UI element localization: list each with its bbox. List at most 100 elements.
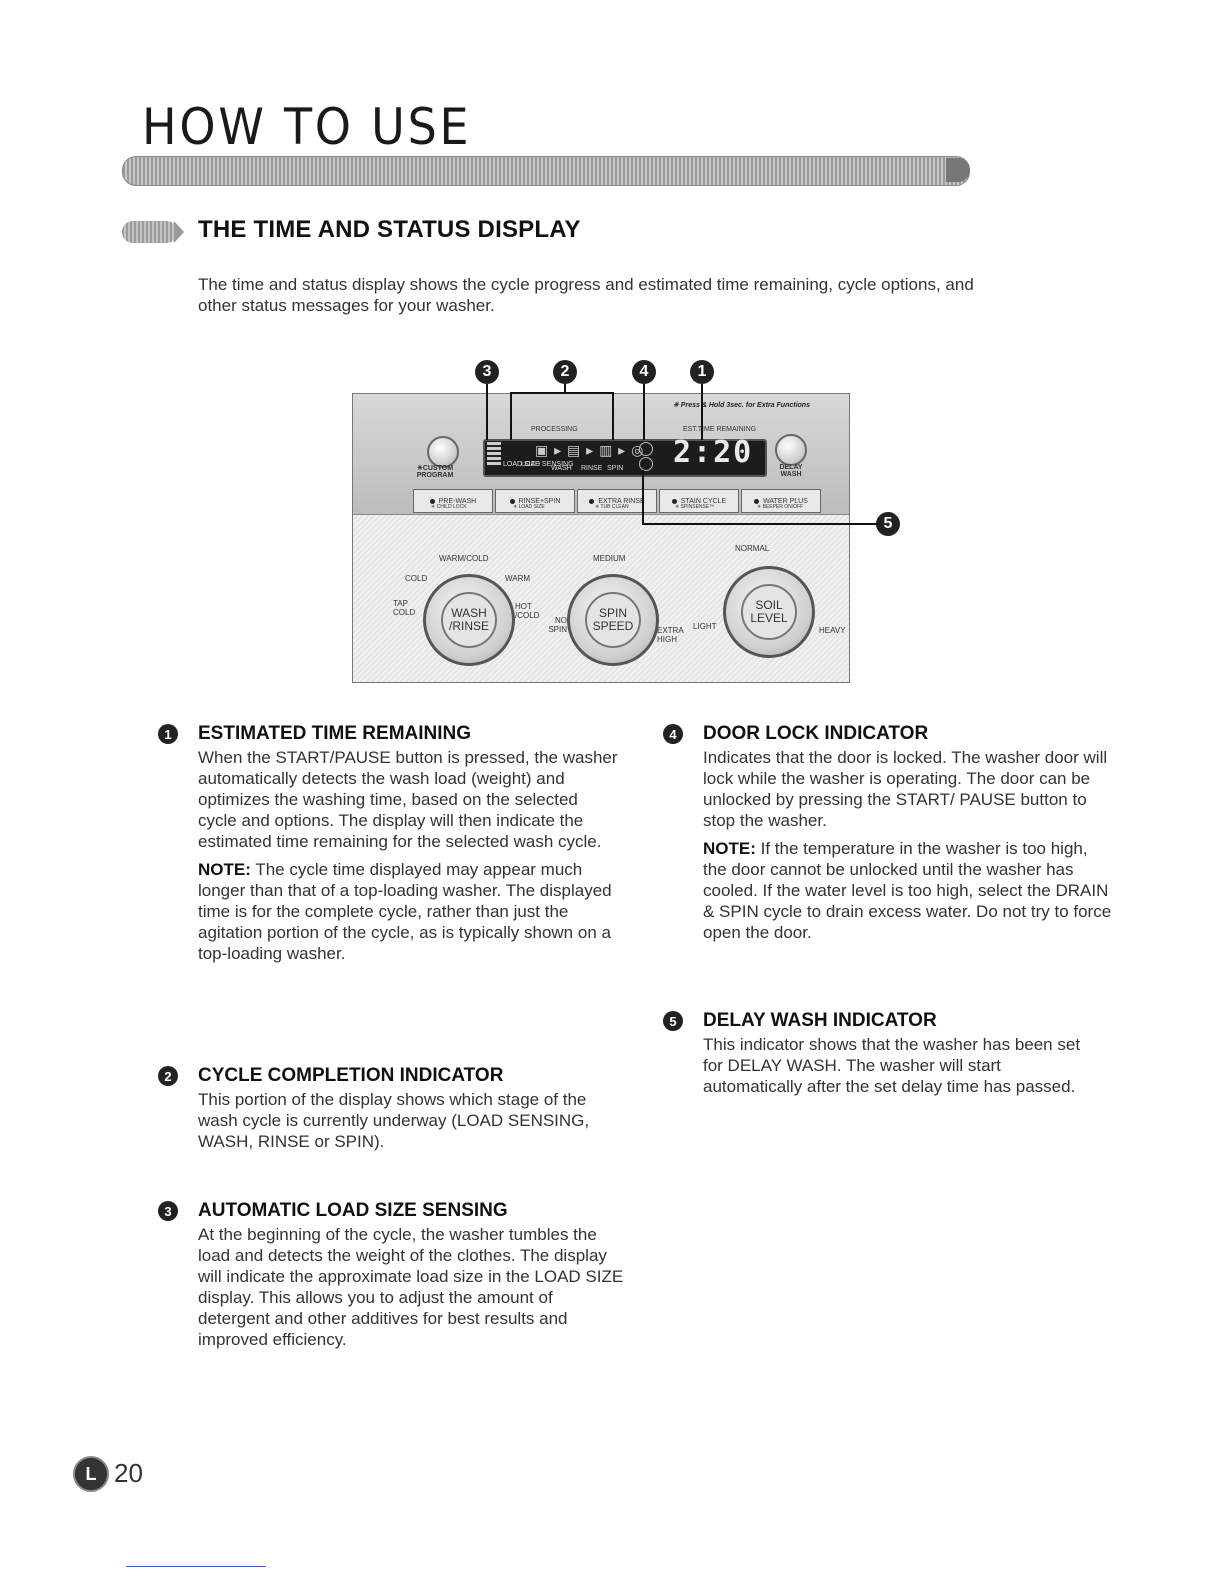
control-panel-illustration: ✳ Press & Hold 3sec. for Extra Functions… bbox=[352, 393, 850, 683]
callout-line-2 bbox=[564, 384, 566, 393]
callout-line-3 bbox=[486, 384, 488, 440]
extra-rinse-button-label: EXTRA RINSE bbox=[598, 497, 645, 505]
cold-label: COLD bbox=[405, 574, 428, 583]
no-spin-label: NO SPIN bbox=[548, 616, 567, 634]
medium-label: MEDIUM bbox=[593, 554, 626, 563]
item-text-3: At the beginning of the cycle, the washe… bbox=[198, 1225, 624, 1349]
item-body-5: This indicator shows that the washer has… bbox=[703, 1034, 1103, 1104]
section-intro: The time and status display shows the cy… bbox=[198, 275, 974, 315]
custom-program-button bbox=[427, 436, 459, 468]
wash-rinse-dial-face: WASH/RINSE bbox=[441, 592, 497, 648]
water-plus-button: WATER PLUS bbox=[741, 489, 821, 513]
callout-line-5-horizontal bbox=[642, 523, 878, 525]
item-text-5: This indicator shows that the washer has… bbox=[703, 1035, 1081, 1096]
stage-spin-label: SPIN bbox=[607, 465, 624, 472]
item-title-4: DOOR LOCK INDICATOR bbox=[703, 723, 929, 744]
delay-wash-label: DELAY WASH bbox=[779, 464, 803, 478]
heavy-label: HEAVY bbox=[819, 626, 846, 635]
item-note-1: NOTE: The cycle time displayed may appea… bbox=[198, 859, 618, 964]
item-note-text-1: The cycle time displayed may appear much… bbox=[198, 860, 612, 963]
callout-line-5-vertical bbox=[642, 470, 644, 524]
load-size-label: LOAD SIZE bbox=[503, 461, 540, 468]
callout-bracket-2-right bbox=[612, 392, 614, 440]
section-marker bbox=[122, 221, 178, 243]
item-body-4: Indicates that the door is locked. The w… bbox=[703, 747, 1115, 950]
item-text-1: When the START/PAUSE button is pressed, … bbox=[198, 748, 618, 851]
tap-cold-label: TAP COLD bbox=[393, 599, 416, 617]
delay-wash-button bbox=[775, 434, 807, 466]
callout-badge-2: 2 bbox=[553, 360, 577, 384]
rinse-spin-button: RINSE+SPIN bbox=[495, 489, 575, 513]
callout-bracket-2 bbox=[510, 392, 614, 394]
tub-clean-label: ✳ TUB CLEAN bbox=[595, 504, 629, 510]
item-title-3: AUTOMATIC LOAD SIZE SENSING bbox=[198, 1200, 508, 1221]
stage-rinse-label: RINSE bbox=[581, 465, 603, 472]
item-badge-3: 3 bbox=[158, 1201, 178, 1221]
soil-level-dial-label-2: LEVEL bbox=[750, 611, 788, 625]
callout-badge-3: 3 bbox=[475, 360, 499, 384]
item-body-1: When the START/PAUSE button is pressed, … bbox=[198, 747, 618, 971]
load-size-sub-label: ✳ LOAD SIZE bbox=[513, 504, 545, 510]
callout-line-4 bbox=[643, 384, 645, 440]
extra-high-label: EXTRA HIGH bbox=[657, 626, 684, 644]
est-time-label: EST.TIME REMAINING bbox=[683, 426, 757, 433]
item-text-4: Indicates that the door is locked. The w… bbox=[703, 748, 1108, 830]
lg-logo-icon: L bbox=[73, 1456, 109, 1492]
item-title-5: DELAY WASH INDICATOR bbox=[703, 1010, 937, 1031]
normal-label: NORMAL bbox=[735, 544, 770, 553]
processing-label: PROCESSING bbox=[531, 426, 578, 433]
item-note-4: NOTE: If the temperature in the washer i… bbox=[703, 838, 1115, 943]
wash-rinse-dial: WASH/RINSE bbox=[423, 574, 515, 666]
status-display bbox=[483, 439, 767, 477]
item-note-label-4: NOTE: bbox=[703, 839, 756, 858]
soil-level-dial-label-1: SOIL bbox=[755, 598, 783, 612]
water-plus-button-label: WATER PLUS bbox=[763, 497, 808, 505]
callout-line-1 bbox=[701, 384, 703, 440]
item-text-2: This portion of the display shows which … bbox=[198, 1090, 590, 1151]
extra-functions-hint: ✳ Press & Hold 3sec. for Extra Functions bbox=[673, 402, 810, 409]
door-lock-icon bbox=[639, 442, 653, 456]
rinse-spin-button-label: RINSE+SPIN bbox=[518, 497, 561, 505]
light-label: LIGHT bbox=[693, 622, 717, 631]
item-body-3: At the beginning of the cycle, the washe… bbox=[198, 1224, 626, 1357]
spin-speed-dial-label-1: SPIN bbox=[598, 606, 627, 620]
custom-program-label: ✳CUSTOM PROGRAM bbox=[416, 465, 454, 479]
warm-label: WARM bbox=[505, 574, 531, 583]
prewash-button: PRE-WASH bbox=[413, 489, 493, 513]
item-badge-2: 2 bbox=[158, 1066, 178, 1086]
item-badge-5: 5 bbox=[663, 1011, 683, 1031]
section-marker-tip bbox=[174, 221, 184, 243]
hot-cold-label: HOT /COLD bbox=[515, 602, 540, 620]
chapter-title: HOW TO USE bbox=[142, 98, 472, 156]
beeper-label: ✳ BEEPER ON/OFF bbox=[757, 504, 804, 510]
footer-link-underline bbox=[126, 1566, 266, 1567]
callout-badge-1: 1 bbox=[690, 360, 714, 384]
header-bar bbox=[122, 156, 970, 186]
item-badge-1: 1 bbox=[158, 724, 178, 744]
callout-bracket-2-left bbox=[510, 392, 512, 440]
delay-wash-indicator-icon bbox=[639, 457, 653, 471]
header-bar-cap bbox=[946, 158, 970, 182]
page-number: 20 bbox=[114, 1458, 143, 1488]
spinsense-label: ✳ SPINSENSE™ bbox=[675, 504, 715, 510]
item-note-text-4: If the temperature in the washer is too … bbox=[703, 839, 1112, 942]
item-badge-4: 4 bbox=[663, 724, 683, 744]
wash-rinse-dial-label-2: /RINSE bbox=[448, 619, 489, 633]
item-title-1: ESTIMATED TIME REMAINING bbox=[198, 723, 472, 744]
item-title-2: CYCLE COMPLETION INDICATOR bbox=[198, 1065, 504, 1086]
load-size-bars-icon bbox=[487, 442, 501, 466]
stain-cycle-button-label: STAIN CYCLE bbox=[680, 497, 727, 505]
stain-cycle-button: STAIN CYCLE bbox=[659, 489, 739, 513]
load-sensing-label: LOAD SENSING bbox=[521, 461, 574, 468]
warm-cold-label: WARM/COLD bbox=[439, 554, 489, 563]
child-lock-label: ✳ CHILD LOCK bbox=[431, 504, 467, 510]
callout-badge-5: 5 bbox=[876, 512, 900, 536]
time-remaining-readout: 2:20 bbox=[673, 435, 754, 470]
spin-speed-dial-label-2: SPEED bbox=[592, 619, 634, 633]
prewash-button-label: PRE-WASH bbox=[438, 497, 477, 505]
wash-rinse-dial-label-1: WASH bbox=[451, 606, 487, 620]
section-title: THE TIME AND STATUS DISPLAY bbox=[198, 216, 581, 243]
